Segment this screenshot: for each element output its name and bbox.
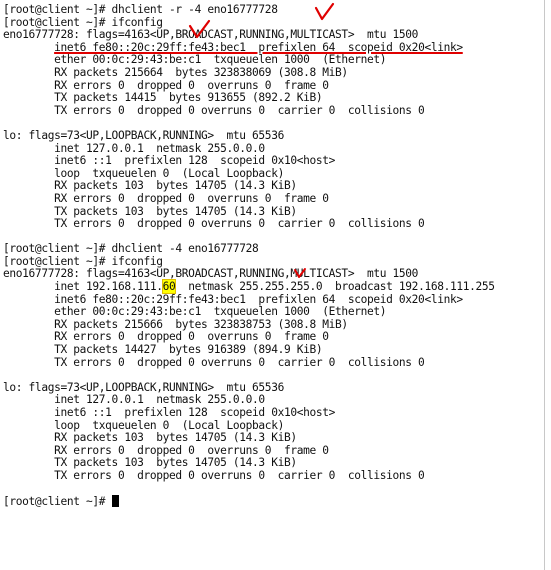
blank-line bbox=[3, 483, 544, 496]
terminal-line: eno16777728: flags=4163<UP,BROADCAST,RUN… bbox=[3, 267, 419, 281]
terminal-line: lo: flags=73<UP,LOOPBACK,RUNNING> mtu 65… bbox=[3, 128, 284, 142]
terminal-line: eno16777728: flags=4163<UP,BROADCAST,RUN… bbox=[3, 28, 419, 42]
terminal-line: RX errors 0 dropped 0 overruns 0 frame 0 bbox=[3, 443, 329, 457]
terminal-line: RX errors 0 dropped 0 overruns 0 frame 0 bbox=[3, 78, 329, 92]
blank-line bbox=[3, 369, 544, 382]
terminal-line: [root@client ~]# ifconfig bbox=[3, 254, 163, 268]
terminal-cursor bbox=[111, 495, 119, 508]
terminal-line: loop txqueuelen 0 (Local Loopback) bbox=[3, 418, 284, 432]
underlined-inet6-annotation: inet6 fe80::20c:29ff:fe43:bec1 prefixlen… bbox=[54, 40, 463, 54]
terminal-line: RX packets 215664 bytes 323838069 (308.8… bbox=[3, 65, 348, 79]
terminal-line: [root@client ~]# bbox=[3, 495, 544, 508]
terminal-line: RX packets 103 bytes 14705 (14.3 KiB) bbox=[3, 179, 297, 193]
terminal-line: inet 127.0.0.1 netmask 255.0.0.0 bbox=[3, 141, 265, 155]
terminal-line: TX errors 0 dropped 0 overruns 0 carrier… bbox=[3, 468, 425, 482]
terminal-line: TX errors 0 dropped 0 overruns 0 carrier… bbox=[3, 103, 425, 117]
terminal-line: RX packets 215666 bytes 323838753 (308.8… bbox=[3, 317, 348, 331]
terminal-line: [root@client ~]# ifconfig bbox=[3, 15, 163, 29]
terminal-line: TX errors 0 dropped 0 overruns 0 carrier… bbox=[3, 217, 425, 231]
terminal-line: [root@client ~]# dhclient -4 eno16777728 bbox=[3, 242, 259, 256]
terminal-line: ether 00:0c:29:43:be:c1 txqueuelen 1000 … bbox=[3, 53, 387, 67]
terminal-line: inet 127.0.0.1 netmask 255.0.0.0 bbox=[3, 393, 265, 407]
terminal-line: lo: flags=73<UP,LOOPBACK,RUNNING> mtu 65… bbox=[3, 380, 284, 394]
terminal-line: loop txqueuelen 0 (Local Loopback) bbox=[3, 166, 284, 180]
terminal-line: inet6 fe80::20c:29ff:fe43:bec1 prefixlen… bbox=[3, 292, 463, 306]
terminal-line: ether 00:0c:29:43:be:c1 txqueuelen 1000 … bbox=[3, 305, 387, 319]
terminal-line: TX packets 103 bytes 14705 (14.3 KiB) bbox=[3, 204, 297, 218]
terminal-line: [root@client ~]# dhclient -r -4 eno16777… bbox=[3, 3, 278, 16]
terminal-output: [root@client ~]# dhclient -r -4 eno16777… bbox=[3, 3, 544, 508]
terminal-line: TX packets 103 bytes 14705 (14.3 KiB) bbox=[3, 456, 297, 470]
terminal-line: inet6 ::1 prefixlen 128 scopeid 0x10<hos… bbox=[3, 154, 336, 168]
terminal-line: inet6 ::1 prefixlen 128 scopeid 0x10<hos… bbox=[3, 406, 336, 419]
terminal-line: RX errors 0 dropped 0 overruns 0 frame 0 bbox=[3, 330, 329, 344]
terminal-line: inet 192.168.111.60 netmask 255.255.255.… bbox=[3, 279, 495, 295]
terminal-line: TX packets 14427 bytes 916389 (894.9 KiB… bbox=[3, 343, 323, 357]
terminal-line: RX packets 103 bytes 14705 (14.3 KiB) bbox=[3, 431, 297, 445]
terminal-line: RX errors 0 dropped 0 overruns 0 frame 0 bbox=[3, 191, 329, 205]
highlighted-ip-octet: 60 bbox=[161, 279, 177, 295]
terminal-line: inet6 fe80::20c:29ff:fe43:bec1 prefixlen… bbox=[3, 40, 544, 55]
terminal-line: TX packets 14415 bytes 913655 (892.2 KiB… bbox=[3, 91, 323, 105]
terminal-line: TX errors 0 dropped 0 overruns 0 carrier… bbox=[3, 355, 425, 369]
